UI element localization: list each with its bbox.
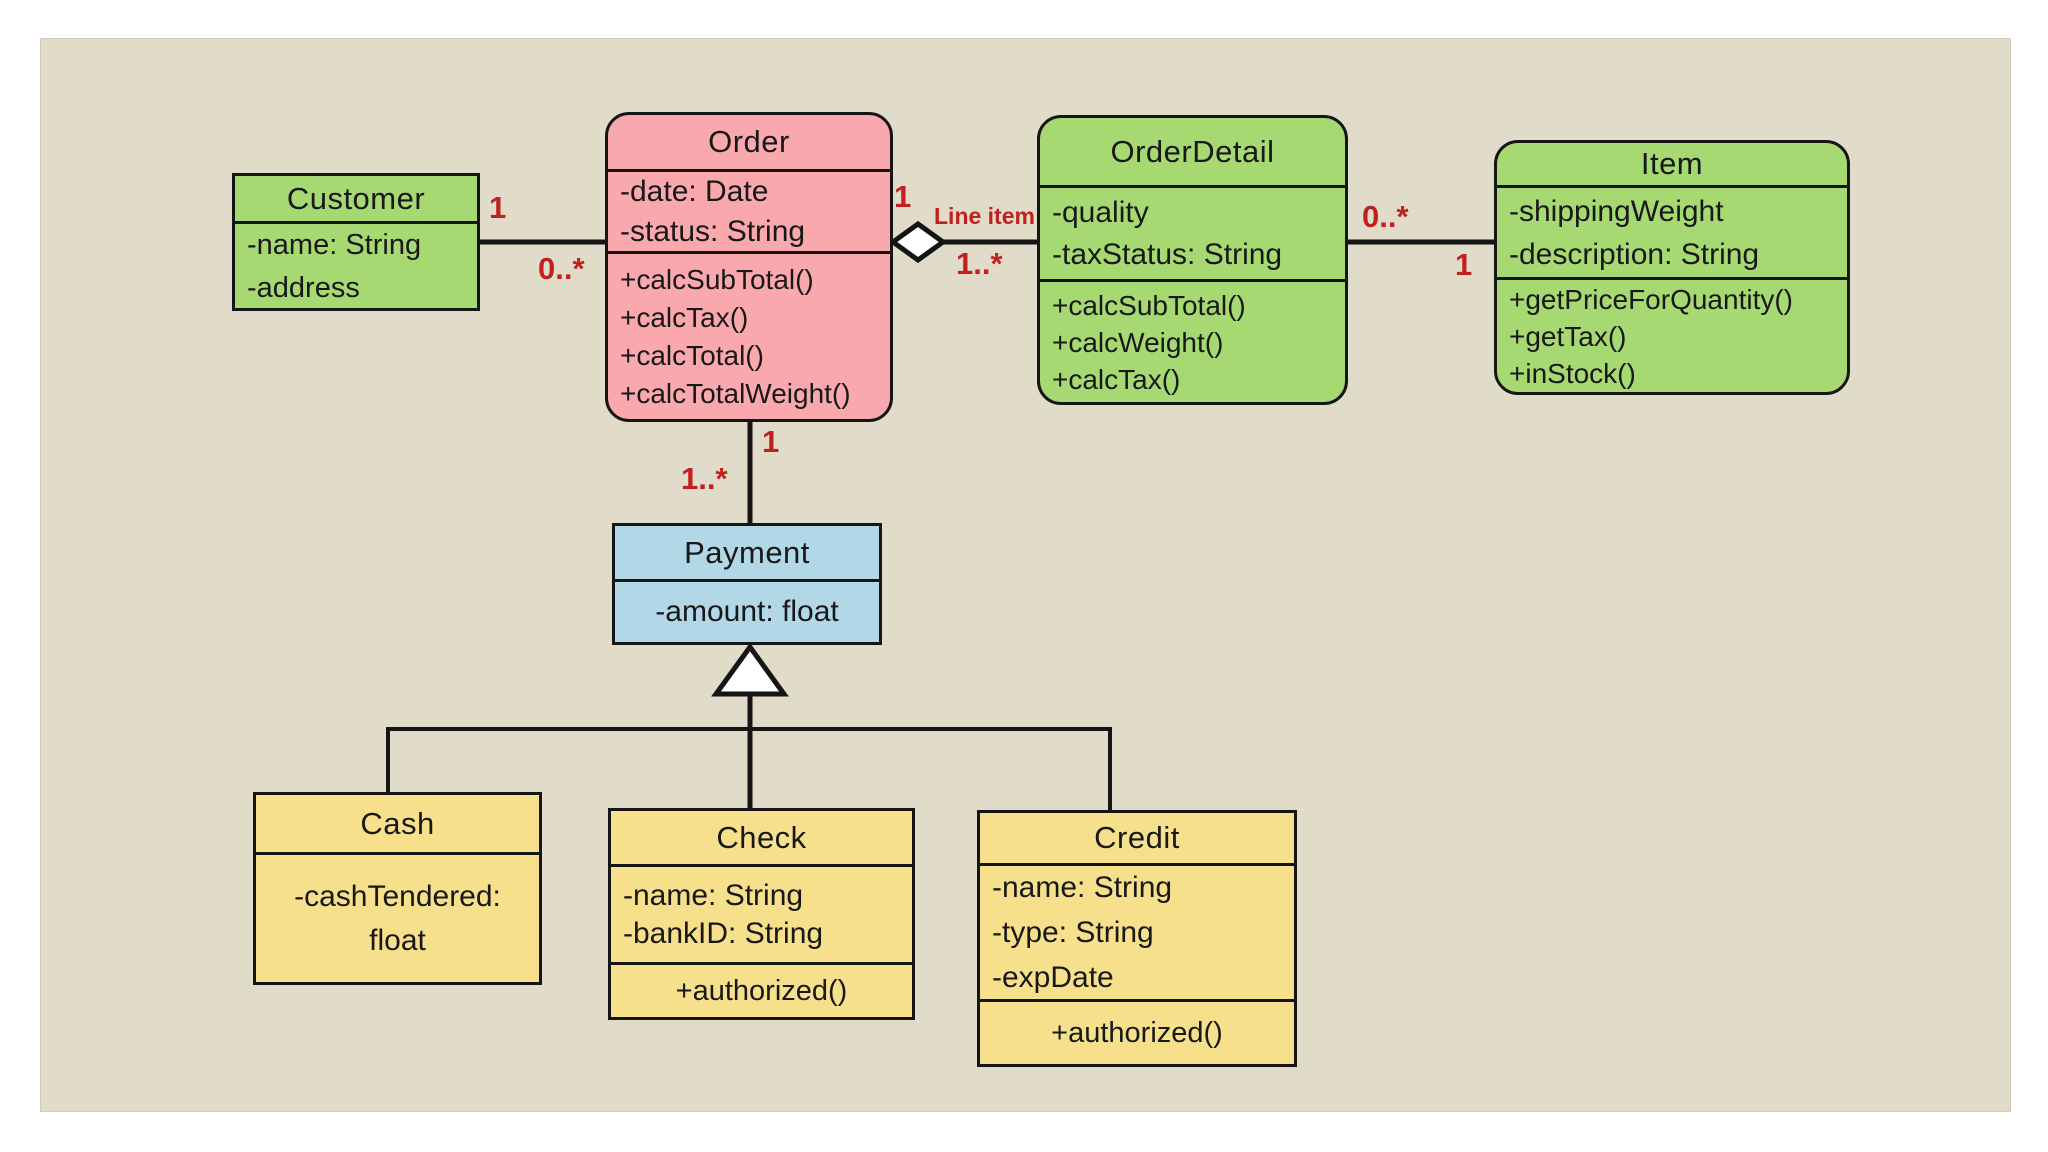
method-line: +calcSubTotal() [1052, 289, 1246, 321]
association-label-line-item: Line item [934, 203, 1035, 229]
multiplicity-item-end: 1 [1455, 247, 1473, 282]
class-orderdetail-methods: +calcSubTotal() +calcWeight() +calcTax() [1040, 282, 1345, 402]
class-order: Order -date: Date -status: String +calcS… [605, 112, 893, 422]
class-customer-attributes: -name: String -address [235, 224, 477, 308]
attribute-line: -type: String [992, 916, 1154, 949]
attribute-line: -date: Date [620, 174, 769, 208]
attribute-line: -name: String [623, 878, 804, 912]
multiplicity-order-end: 0..* [538, 251, 585, 286]
class-credit-attributes: -name: String -type: String -expDate [980, 866, 1294, 1002]
attribute-line: -address [247, 272, 360, 304]
attribute-line: -status: String [620, 214, 806, 248]
attribute-line: -shippingWeight [1509, 194, 1724, 228]
attribute-line: -expDate [992, 961, 1114, 994]
multiplicity-order-payment-end: 1 [762, 424, 780, 459]
method-line: +getTax() [1509, 320, 1627, 352]
attribute-line: -description: String [1509, 237, 1760, 271]
class-credit: Credit -name: String -type: String -expD… [977, 810, 1297, 1067]
class-cash-title: Cash [256, 795, 539, 855]
class-credit-title: Credit [980, 813, 1294, 866]
class-check: Check -name: String -bankID: String +aut… [608, 808, 915, 1020]
method-line: +authorized() [675, 975, 848, 1007]
attribute-line: -name: String [992, 871, 1173, 904]
class-order-attributes: -date: Date -status: String [608, 172, 890, 254]
class-item-attributes: -shippingWeight -description: String [1497, 188, 1847, 280]
class-item-methods: +getPriceForQuantity() +getTax() +inStoc… [1497, 280, 1847, 392]
method-line: +calcSubTotal() [620, 263, 814, 295]
method-line: +calcTax() [620, 301, 749, 333]
class-customer-title: Customer [235, 176, 477, 224]
class-payment-title: Payment [615, 526, 879, 582]
class-payment-attributes: -amount: float [615, 582, 879, 642]
attribute-line: -name: String [247, 229, 422, 261]
multiplicity-order-agg-end: 1 [894, 179, 912, 214]
class-cash: Cash -cashTendered: float [253, 792, 542, 985]
method-line: +getPriceForQuantity() [1509, 283, 1793, 315]
class-orderdetail: OrderDetail -quality -taxStatus: String … [1037, 115, 1348, 405]
method-line: +inStock() [1509, 357, 1636, 389]
method-line: +calcTax() [1052, 363, 1181, 395]
attribute-line: -cashTendered: float [294, 879, 501, 957]
multiplicity-orderdetail-item-end: 0..* [1362, 199, 1409, 234]
class-order-title: Order [608, 115, 890, 172]
method-line: +calcWeight() [1052, 326, 1224, 358]
class-credit-methods: +authorized() [980, 1002, 1294, 1064]
class-order-methods: +calcSubTotal() +calcTax() +calcTotal() … [608, 254, 890, 419]
class-check-attributes: -name: String -bankID: String [611, 867, 912, 965]
class-cash-attributes: -cashTendered: float [256, 855, 539, 982]
class-orderdetail-attributes: -quality -taxStatus: String [1040, 188, 1345, 282]
attribute-line: -amount: float [655, 595, 839, 628]
method-line: +calcTotal() [620, 339, 764, 371]
attribute-line: -taxStatus: String [1052, 237, 1283, 271]
method-line: +calcTotalWeight() [620, 377, 851, 409]
attribute-line: -bankID: String [623, 916, 824, 950]
method-line: +authorized() [1051, 1017, 1223, 1049]
class-customer: Customer -name: String -address [232, 173, 480, 311]
multiplicity-orderdetail-end: 1..* [956, 246, 1003, 281]
class-item: Item -shippingWeight -description: Strin… [1494, 140, 1850, 395]
multiplicity-customer-end: 1 [489, 190, 507, 225]
class-orderdetail-title: OrderDetail [1040, 118, 1345, 188]
class-payment: Payment -amount: float [612, 523, 882, 645]
multiplicity-payment-end: 1..* [681, 461, 728, 496]
attribute-line: -quality [1052, 195, 1149, 229]
class-item-title: Item [1497, 143, 1847, 188]
class-check-methods: +authorized() [611, 965, 912, 1017]
class-check-title: Check [611, 811, 912, 867]
